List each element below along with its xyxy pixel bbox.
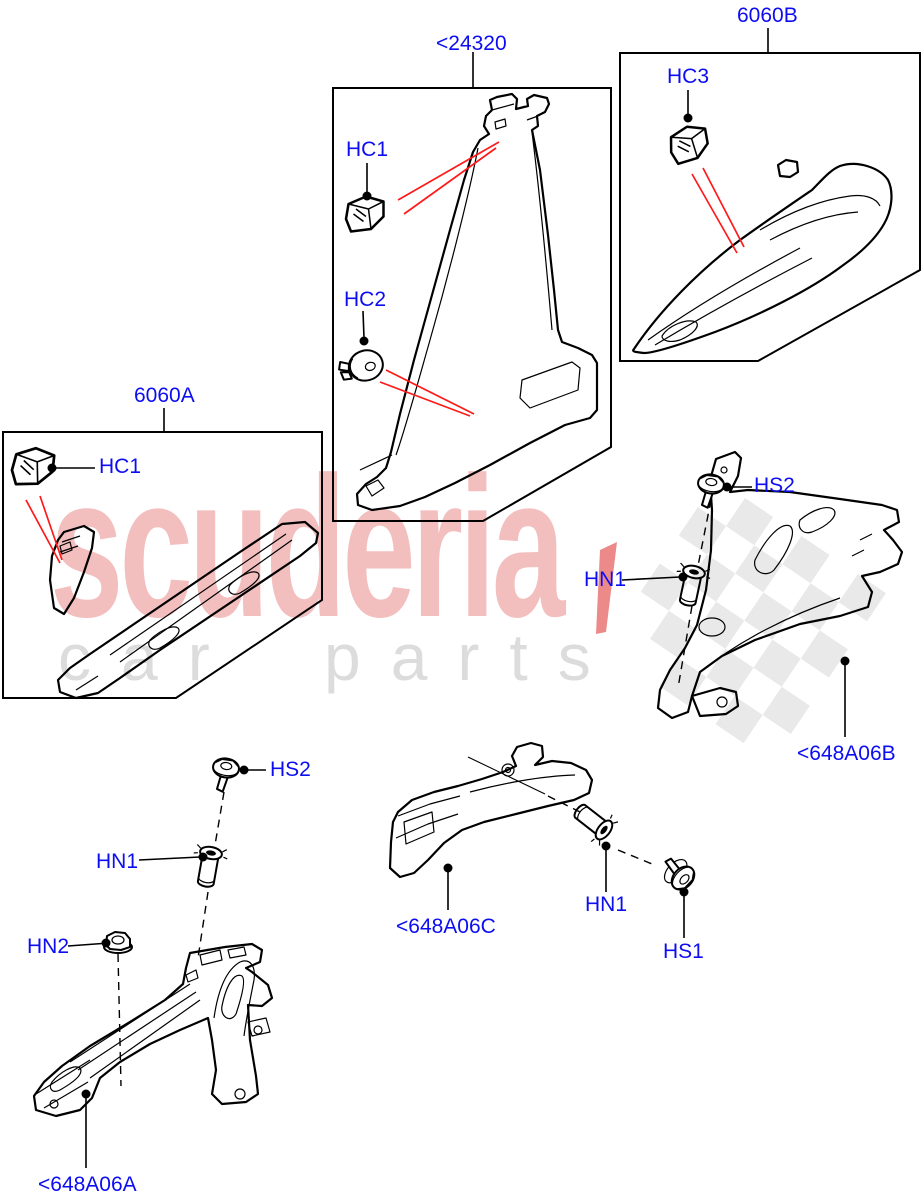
bracket-648a06a-drawing (32, 942, 274, 1118)
red-pointer-lines (25, 141, 745, 564)
cowl-side-trim-drawing (632, 158, 893, 355)
leader-dots (47, 113, 850, 1099)
callout-box-6060b (619, 52, 921, 362)
box-label-connectors (163, 28, 769, 431)
leader-lines (55, 90, 846, 1168)
hn2-nut-icon (103, 931, 133, 954)
callout-box-6060a (2, 431, 323, 699)
callout-box-24320 (332, 87, 612, 522)
trim-648a06c-drawing (388, 741, 594, 879)
sill-scuff-plate-drawing (48, 520, 320, 700)
hs1-screw-icon (655, 851, 700, 895)
fastener-axis-lines (117, 499, 712, 1087)
b-pillar-trim-panel-drawing (355, 92, 599, 512)
